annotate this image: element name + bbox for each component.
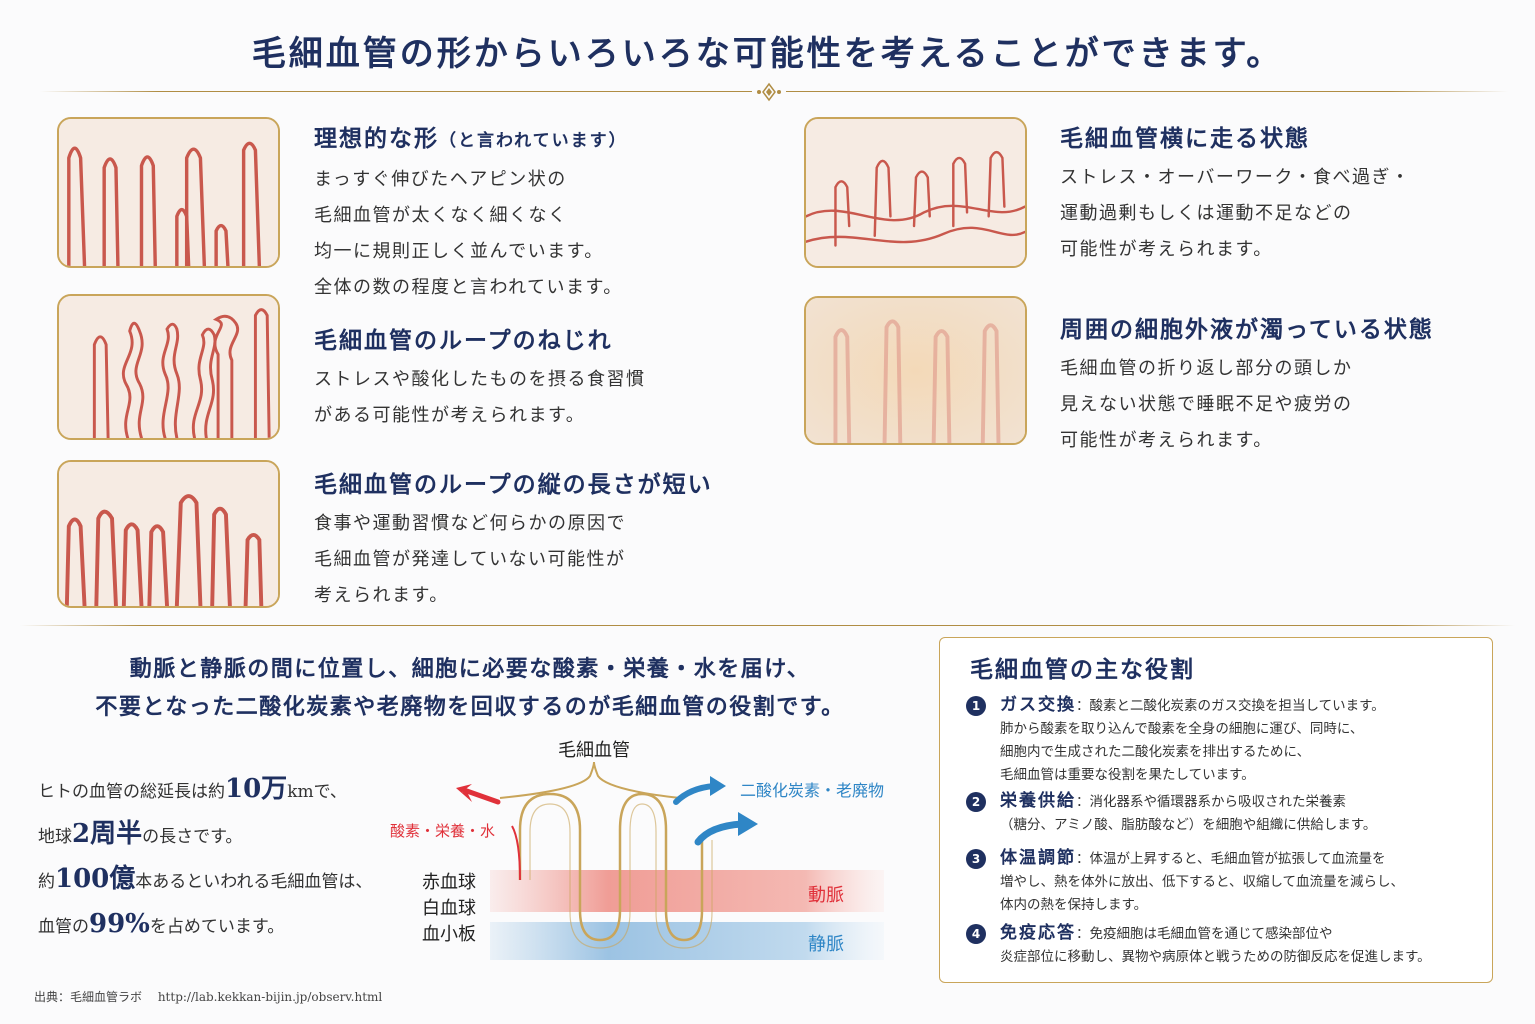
label-inflow: 酸素・栄養・水 bbox=[390, 822, 495, 840]
case-line: 食事や運動習慣など何らかの原因で bbox=[314, 513, 626, 534]
fact-share: 血管の99%を占めています。 bbox=[38, 909, 285, 939]
capillary-bracket bbox=[499, 761, 681, 799]
label-artery: 動脈 bbox=[808, 885, 844, 906]
role-desc: ：酸素と二酸化炭素のガス交換を担当しています。 bbox=[1076, 698, 1385, 714]
case-line: 運動過剰もしくは運動不足などの bbox=[1060, 203, 1353, 224]
case-line: まっすぐ伸びたヘアピン状の bbox=[314, 169, 567, 190]
capillary-loop bbox=[518, 792, 704, 942]
number-badge-icon: 2 bbox=[966, 792, 986, 812]
case-line: 毛細血管が太くなく細くなく bbox=[314, 205, 568, 226]
photo-twisted-capillary bbox=[57, 294, 280, 440]
case-line: 見えない状態で睡眠不足や疲労の bbox=[1060, 394, 1353, 415]
roles-panel: 毛細血管の主な役割 1 ガス交換：酸素と二酸化炭素のガス交換を担当しています。 … bbox=[939, 637, 1493, 983]
case-heading: 毛細血管のループのねじれ bbox=[314, 327, 613, 354]
case-twisted: 毛細血管のループのねじれ ストレスや酸化したものを摂る食習慣 がある可能性が考え… bbox=[314, 326, 646, 434]
number-badge-icon: 1 bbox=[966, 696, 986, 716]
case-heading: 理想的な形 bbox=[314, 125, 439, 152]
case-cloudy: 周囲の細胞外液が濁っている状態 毛細血管の折り返し部分の頭しか 見えない状態で睡… bbox=[1060, 315, 1434, 459]
fact-earth: 地球2周半の長さです。 bbox=[38, 819, 243, 849]
case-line: 考えられます。 bbox=[314, 585, 449, 606]
label-wbc: 白血球 bbox=[422, 898, 476, 919]
label-outflow: 二酸化炭素・老廃物 bbox=[740, 781, 884, 800]
source-citation: 出典：毛細血管ラボ http://lab.kekkan-bijin.jp/obs… bbox=[34, 990, 383, 1004]
role-desc: 体内の熱を保持します。 bbox=[1000, 897, 1148, 913]
page-title: 毛細血管の形からいろいろな可能性を考えることができます。 bbox=[251, 34, 1284, 74]
photo-ideal-capillary bbox=[57, 117, 280, 268]
waste-arrow-icon bbox=[673, 783, 717, 805]
role-desc: 増やし、熱を体外に放出、低下すると、収縮して血流量を減らし、 bbox=[1000, 874, 1405, 890]
role-desc: ：免疫細胞は毛細血管を通じて感染部位や bbox=[1076, 926, 1333, 942]
role-name: 体温調節 bbox=[1000, 848, 1076, 868]
role-desc: 細胞内で生成された二酸化炭素を排出するために、 bbox=[1000, 744, 1311, 760]
case-line: 可能性が考えられます。 bbox=[1060, 430, 1273, 451]
photo-horizontal-capillary bbox=[804, 117, 1027, 268]
case-ideal: 理想的な形（と言われています） まっすぐ伸びたヘアピン状の 毛細血管が太くなく細… bbox=[314, 124, 628, 306]
case-short: 毛細血管のループの縦の長さが短い 食事や運動習慣など何らかの原因で 毛細血管が発… bbox=[314, 470, 713, 614]
case-line: がある可能性が考えられます。 bbox=[314, 405, 586, 426]
role-desc: 毛細血管は重要な役割を果たしています。 bbox=[1000, 767, 1255, 783]
case-line: ストレス・オーバーワーク・食べ過ぎ・ bbox=[1060, 167, 1411, 188]
role-name: 免疫応答 bbox=[1000, 923, 1076, 943]
role-desc: ：消化器系や循環器系から吸収された栄養素 bbox=[1076, 794, 1346, 810]
artery-band bbox=[490, 870, 884, 912]
role-desc: 肺から酸素を取り込んで酸素を全身の細胞に運び、同時に、 bbox=[1000, 721, 1364, 737]
waste-arrow-icon bbox=[694, 820, 746, 846]
role-item-nutrient-supply: 2 栄養供給：消化器系や循環器系から吸収された栄養素 （糖分、アミノ酸、脂肪酸な… bbox=[966, 790, 1486, 837]
role-summary: 動脈と静脈の間に位置し、細胞に必要な酸素・栄養・水を届け、 不要となった二酸化炭… bbox=[30, 650, 910, 726]
label-platelet: 血小板 bbox=[422, 924, 476, 945]
section-divider bbox=[20, 625, 1515, 626]
role-item-immune-response: 4 免疫応答：免疫細胞は毛細血管を通じて感染部位や 炎症部位に移動し、異物や病原… bbox=[966, 922, 1486, 969]
oxygen-inflow-path bbox=[511, 825, 521, 881]
diamond-ornament-icon bbox=[752, 82, 786, 102]
case-horizontal: 毛細血管横に走る状態 ストレス・オーバーワーク・食べ過ぎ・ 運動過剰もしくは運動… bbox=[1060, 124, 1410, 268]
case-line: 毛細血管が発達していない可能性が bbox=[314, 549, 626, 570]
fact-length: ヒトの血管の総延長は約10万kmで、 bbox=[38, 774, 347, 804]
role-desc: （糖分、アミノ酸、脂肪酸など）を細胞や組織に供給します。 bbox=[1000, 817, 1377, 833]
capillary-facts: ヒトの血管の総延長は約10万kmで、 地球2周半の長さです。 約100億本あると… bbox=[38, 768, 428, 948]
label-capillary: 毛細血管 bbox=[558, 740, 630, 761]
roles-title: 毛細血管の主な役割 bbox=[970, 656, 1195, 683]
label-rbc: 赤血球 bbox=[422, 872, 476, 893]
number-badge-icon: 3 bbox=[966, 849, 986, 869]
photo-short-capillary bbox=[57, 460, 280, 608]
role-name: ガス交換 bbox=[1000, 695, 1076, 715]
case-line: 毛細血管の折り返し部分の頭しか bbox=[1060, 358, 1353, 379]
case-line: 均一に規則正しく並んでいます。 bbox=[314, 241, 604, 262]
capillary-loop-inner bbox=[529, 803, 713, 949]
case-line: 全体の数の程度と言われています。 bbox=[314, 277, 623, 298]
role-name: 栄養供給 bbox=[1000, 791, 1076, 811]
case-heading: 周囲の細胞外液が濁っている状態 bbox=[1060, 316, 1434, 343]
role-desc: 炎症部位に移動し、異物や病原体と戦うための防御反応を促進します。 bbox=[1000, 949, 1431, 965]
case-line: ストレスや酸化したものを摂る食習慣 bbox=[314, 369, 646, 390]
case-heading-note: （と言われています） bbox=[439, 131, 628, 151]
photo-cloudy-fluid bbox=[804, 296, 1027, 445]
role-item-gas-exchange: 1 ガス交換：酸素と二酸化炭素のガス交換を担当しています。 肺から酸素を取り込ん… bbox=[966, 694, 1486, 787]
role-desc: ：体温が上昇すると、毛細血管が拡張して血流量を bbox=[1076, 851, 1386, 867]
case-line: 可能性が考えられます。 bbox=[1060, 239, 1273, 260]
case-heading: 毛細血管横に走る状態 bbox=[1060, 125, 1310, 152]
role-summary-line: 不要となった二酸化炭素や老廃物を回収するのが毛細血管の役割です。 bbox=[95, 694, 845, 720]
number-badge-icon: 4 bbox=[966, 924, 986, 944]
case-heading: 毛細血管のループの縦の長さが短い bbox=[314, 471, 713, 498]
fact-count: 約100億本あるといわれる毛細血管は、 bbox=[38, 864, 373, 894]
capillary-diagram: 毛細血管 酸素・栄養・水 二酸化炭素・老廃物 赤血球 白血球 血小板 動脈 静脈 bbox=[380, 730, 920, 970]
role-item-thermoregulation: 3 体温調節：体温が上昇すると、毛細血管が拡張して血流量を 増やし、熱を体外に放… bbox=[966, 847, 1486, 917]
label-vein: 静脈 bbox=[808, 934, 844, 955]
role-summary-line: 動脈と静脈の間に位置し、細胞に必要な酸素・栄養・水を届け、 bbox=[129, 656, 811, 682]
